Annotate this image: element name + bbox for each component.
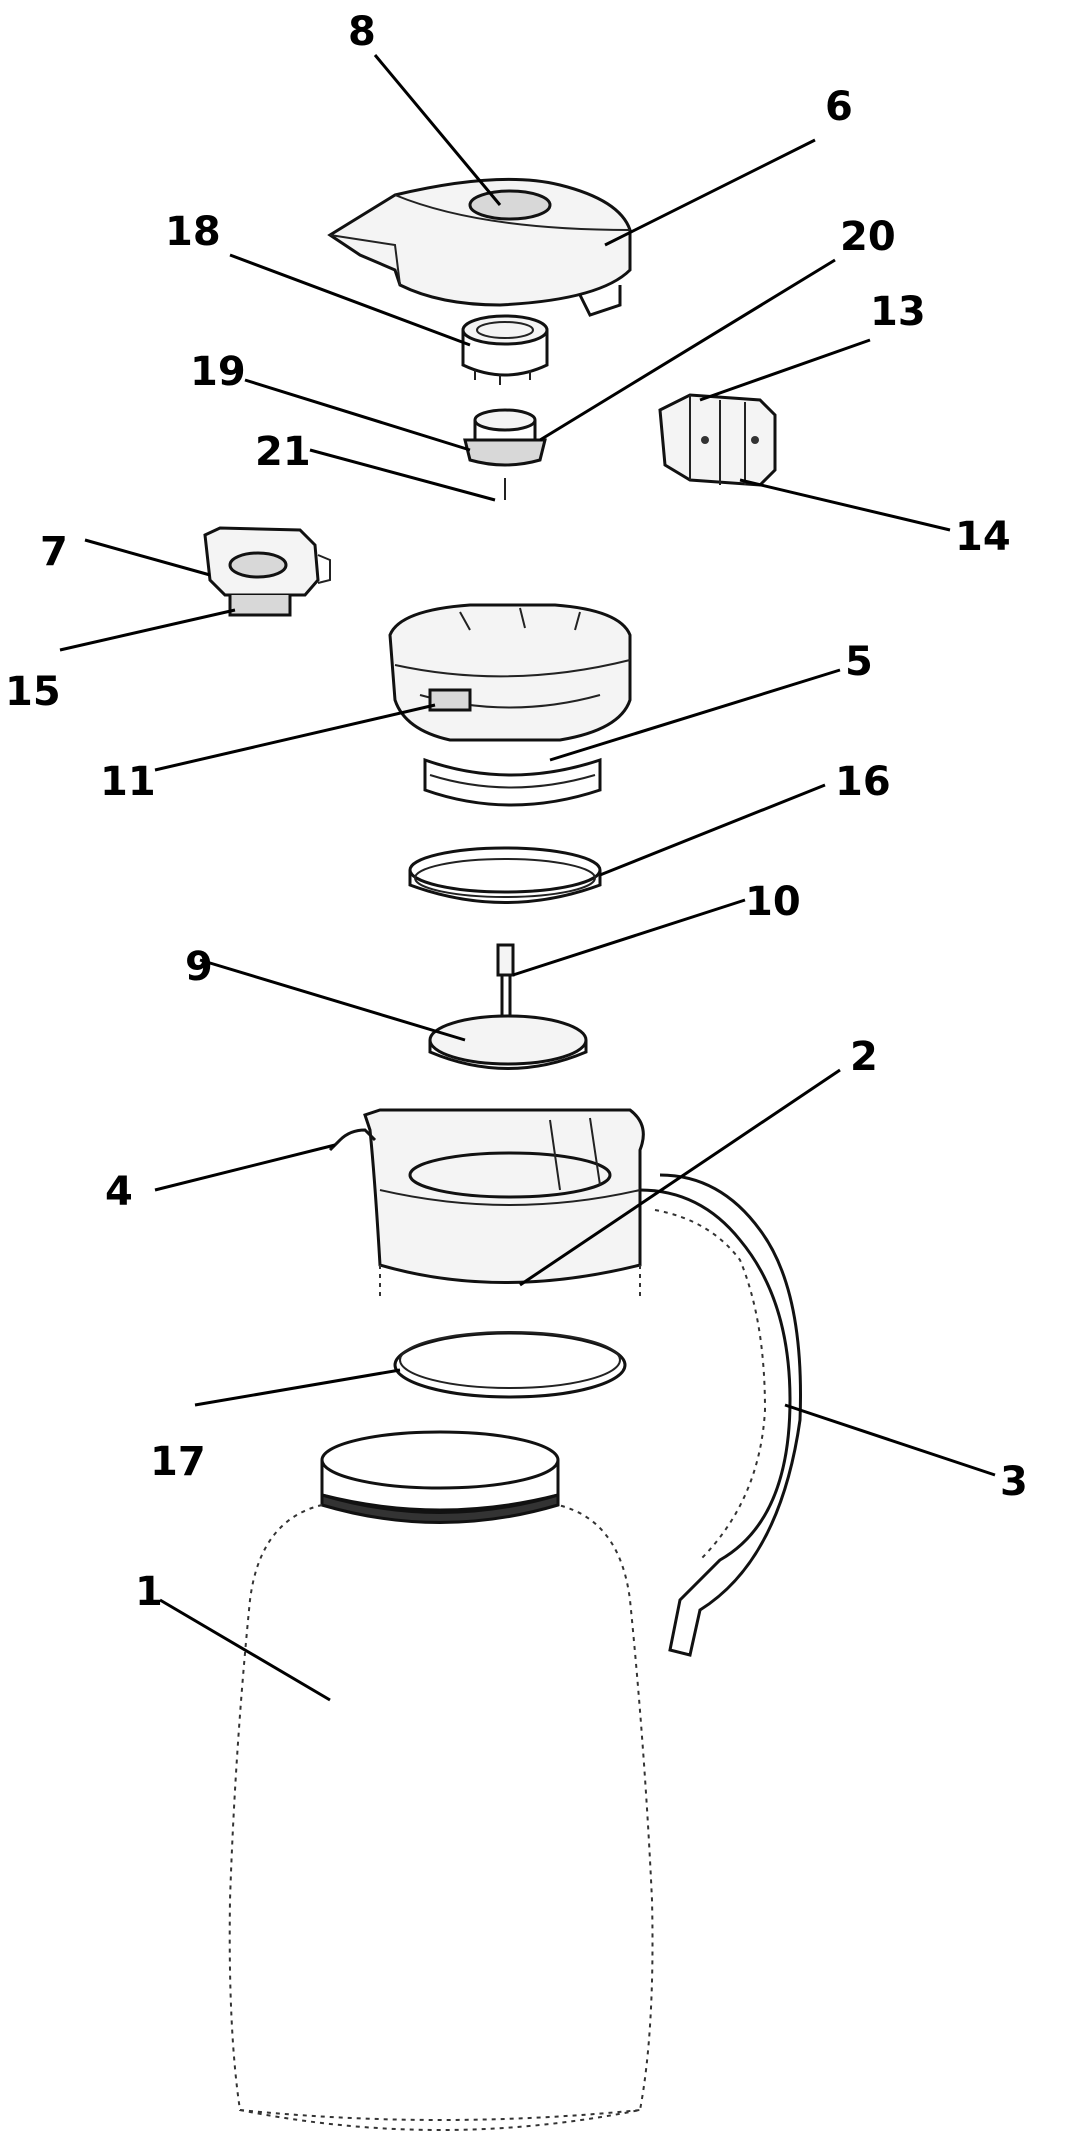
label-15: 15 <box>5 669 61 715</box>
part-cap <box>461 314 549 385</box>
leader-16 <box>599 783 826 877</box>
leader-17 <box>194 1368 401 1407</box>
leader-19 <box>244 378 471 452</box>
part-switch-module <box>658 393 777 487</box>
leader-21 <box>309 448 496 502</box>
label-16: 16 <box>835 759 891 805</box>
label-18: 18 <box>165 209 221 255</box>
leader-20 <box>539 258 836 442</box>
leader-7 <box>84 538 211 577</box>
label-7: 7 <box>40 529 68 575</box>
part-ring-seal <box>408 846 602 904</box>
label-17: 17 <box>150 1439 206 1485</box>
leader-18 <box>229 253 471 347</box>
part-labels: 8 6 18 20 13 19 21 14 7 15 5 11 16 10 9 … <box>5 9 1028 1615</box>
leader-13 <box>699 338 871 402</box>
leader-9 <box>199 958 466 1042</box>
label-11: 11 <box>100 759 156 805</box>
leader-8 <box>373 54 502 206</box>
part-body-collar <box>328 1108 645 1300</box>
leader-2 <box>519 1068 841 1287</box>
label-14: 14 <box>955 514 1011 560</box>
label-2: 2 <box>850 1034 878 1080</box>
label-1: 1 <box>135 1569 163 1615</box>
leader-1 <box>159 1598 331 1702</box>
leader-11 <box>154 703 436 772</box>
label-10: 10 <box>745 879 801 925</box>
label-9: 9 <box>185 944 213 990</box>
label-19: 19 <box>190 349 246 395</box>
label-13: 13 <box>870 289 926 335</box>
part-handle <box>639 1173 802 1657</box>
leader-10 <box>512 898 746 977</box>
label-5: 5 <box>845 639 873 685</box>
part-flask-body <box>228 1430 654 2131</box>
part-disc <box>428 1014 588 1070</box>
leader-3 <box>784 1403 996 1477</box>
label-8: 8 <box>348 9 376 55</box>
leader-4 <box>154 1143 336 1192</box>
part-valve <box>463 408 547 467</box>
leader-lines <box>59 54 996 1702</box>
leader-15 <box>59 608 236 652</box>
label-3: 3 <box>1000 1459 1028 1505</box>
label-20: 20 <box>840 214 896 260</box>
label-21: 21 <box>255 429 311 475</box>
label-6: 6 <box>825 84 853 130</box>
label-4: 4 <box>105 1169 133 1215</box>
leader-5 <box>549 668 841 762</box>
part-button-module <box>203 526 331 617</box>
part-inner-top-assembly <box>388 603 632 807</box>
part-lid <box>327 177 632 317</box>
part-gasket <box>393 1331 627 1399</box>
leader-14 <box>739 478 951 532</box>
leader-6 <box>604 138 816 247</box>
